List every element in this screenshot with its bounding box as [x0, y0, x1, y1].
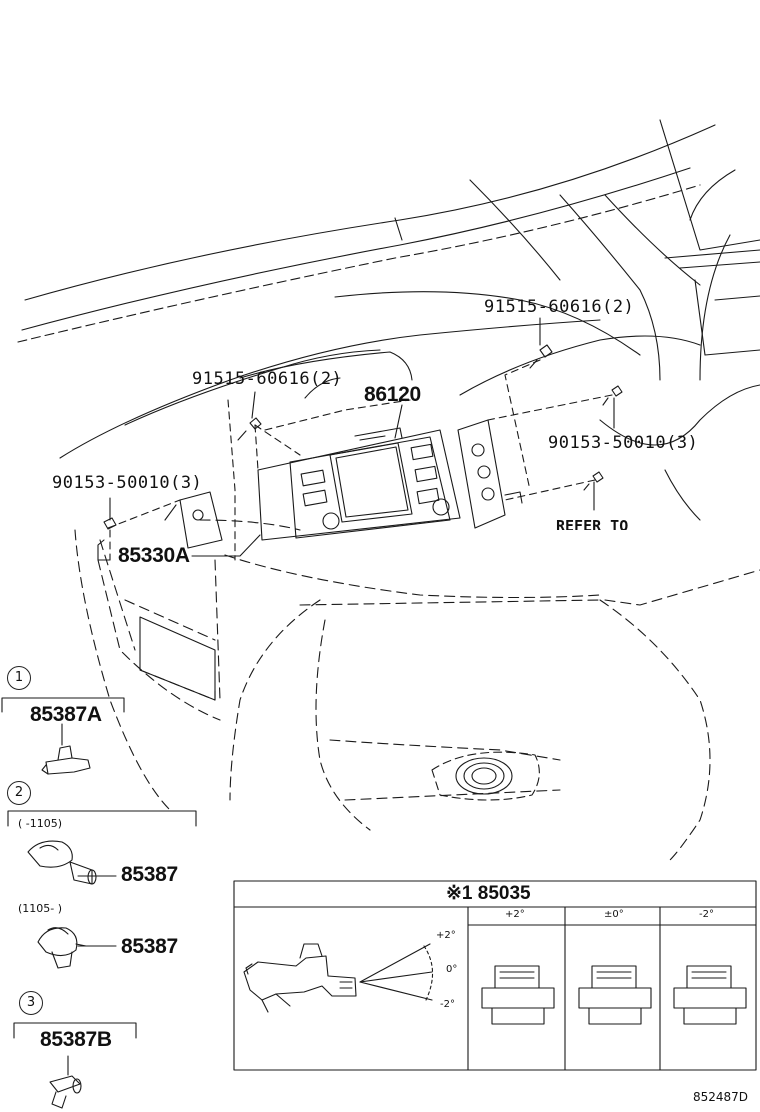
aim-sensor: [243, 943, 357, 1013]
part-label-85387B[interactable]: 85387B: [40, 1028, 112, 1051]
inset-angle-zero: 0°: [446, 964, 458, 975]
part-label-91515-left[interactable]: 91515-60616(2): [192, 369, 343, 389]
bulb-85387-a: [27, 840, 97, 885]
variant-brackets: [1, 697, 197, 1039]
inset-col-minus: -2°: [699, 909, 714, 920]
connector-plus-2: [481, 965, 555, 1025]
console-panel: [139, 616, 216, 701]
variant-marker-1: 1: [7, 666, 31, 690]
refer-to-clip: REFER TO: [556, 516, 652, 531]
part-label-85330A[interactable]: 85330A: [118, 544, 190, 567]
variant-2a-range: ( -1105): [18, 817, 63, 830]
part-label-86120[interactable]: 86120: [364, 383, 421, 406]
inset-frame: [233, 880, 757, 1071]
windshield-lines: [17, 124, 716, 343]
dashboard-lower: [74, 519, 760, 861]
refer-to-label[interactable]: REFER TO: [556, 517, 629, 531]
variant-2b-range: (1105- ): [18, 902, 63, 915]
inset-col-zero: ±0°: [604, 909, 624, 920]
part-label-90153-right[interactable]: 90153-50010(3): [548, 433, 699, 453]
clip-85387B: [49, 1075, 82, 1109]
clip-85387A: [41, 745, 91, 775]
part-label-85387-second[interactable]: 85387: [121, 935, 178, 958]
dashboard-outline: [59, 119, 760, 521]
fog-lamp: [431, 751, 540, 801]
connector-minus-2: [673, 965, 747, 1025]
bulb-85387-b: [37, 927, 87, 969]
display-unit: [257, 427, 461, 541]
diagram-id: 852487D: [693, 1090, 749, 1104]
connector-zero: [578, 965, 652, 1025]
inset-title[interactable]: ※1 85035: [446, 883, 531, 904]
leader-lines: [61, 317, 615, 1076]
inset-angle-plus: +2°: [436, 930, 456, 941]
variant-marker-3: 3: [19, 991, 43, 1015]
inset-col-plus: +2°: [505, 909, 525, 920]
angle-lines: [359, 943, 434, 1001]
inset-angle-minus: -2°: [440, 999, 455, 1010]
part-label-91515-upper[interactable]: 91515-60616(2): [484, 297, 635, 317]
variant-marker-2: 2: [7, 781, 31, 805]
bolt-icons: [103, 344, 623, 530]
dashed-guides: [107, 359, 613, 561]
part-label-85387-first[interactable]: 85387: [121, 863, 178, 886]
part-label-90153-left[interactable]: 90153-50010(3): [52, 473, 203, 493]
brackets: [164, 419, 523, 549]
part-label-85387A[interactable]: 85387A: [30, 703, 102, 726]
